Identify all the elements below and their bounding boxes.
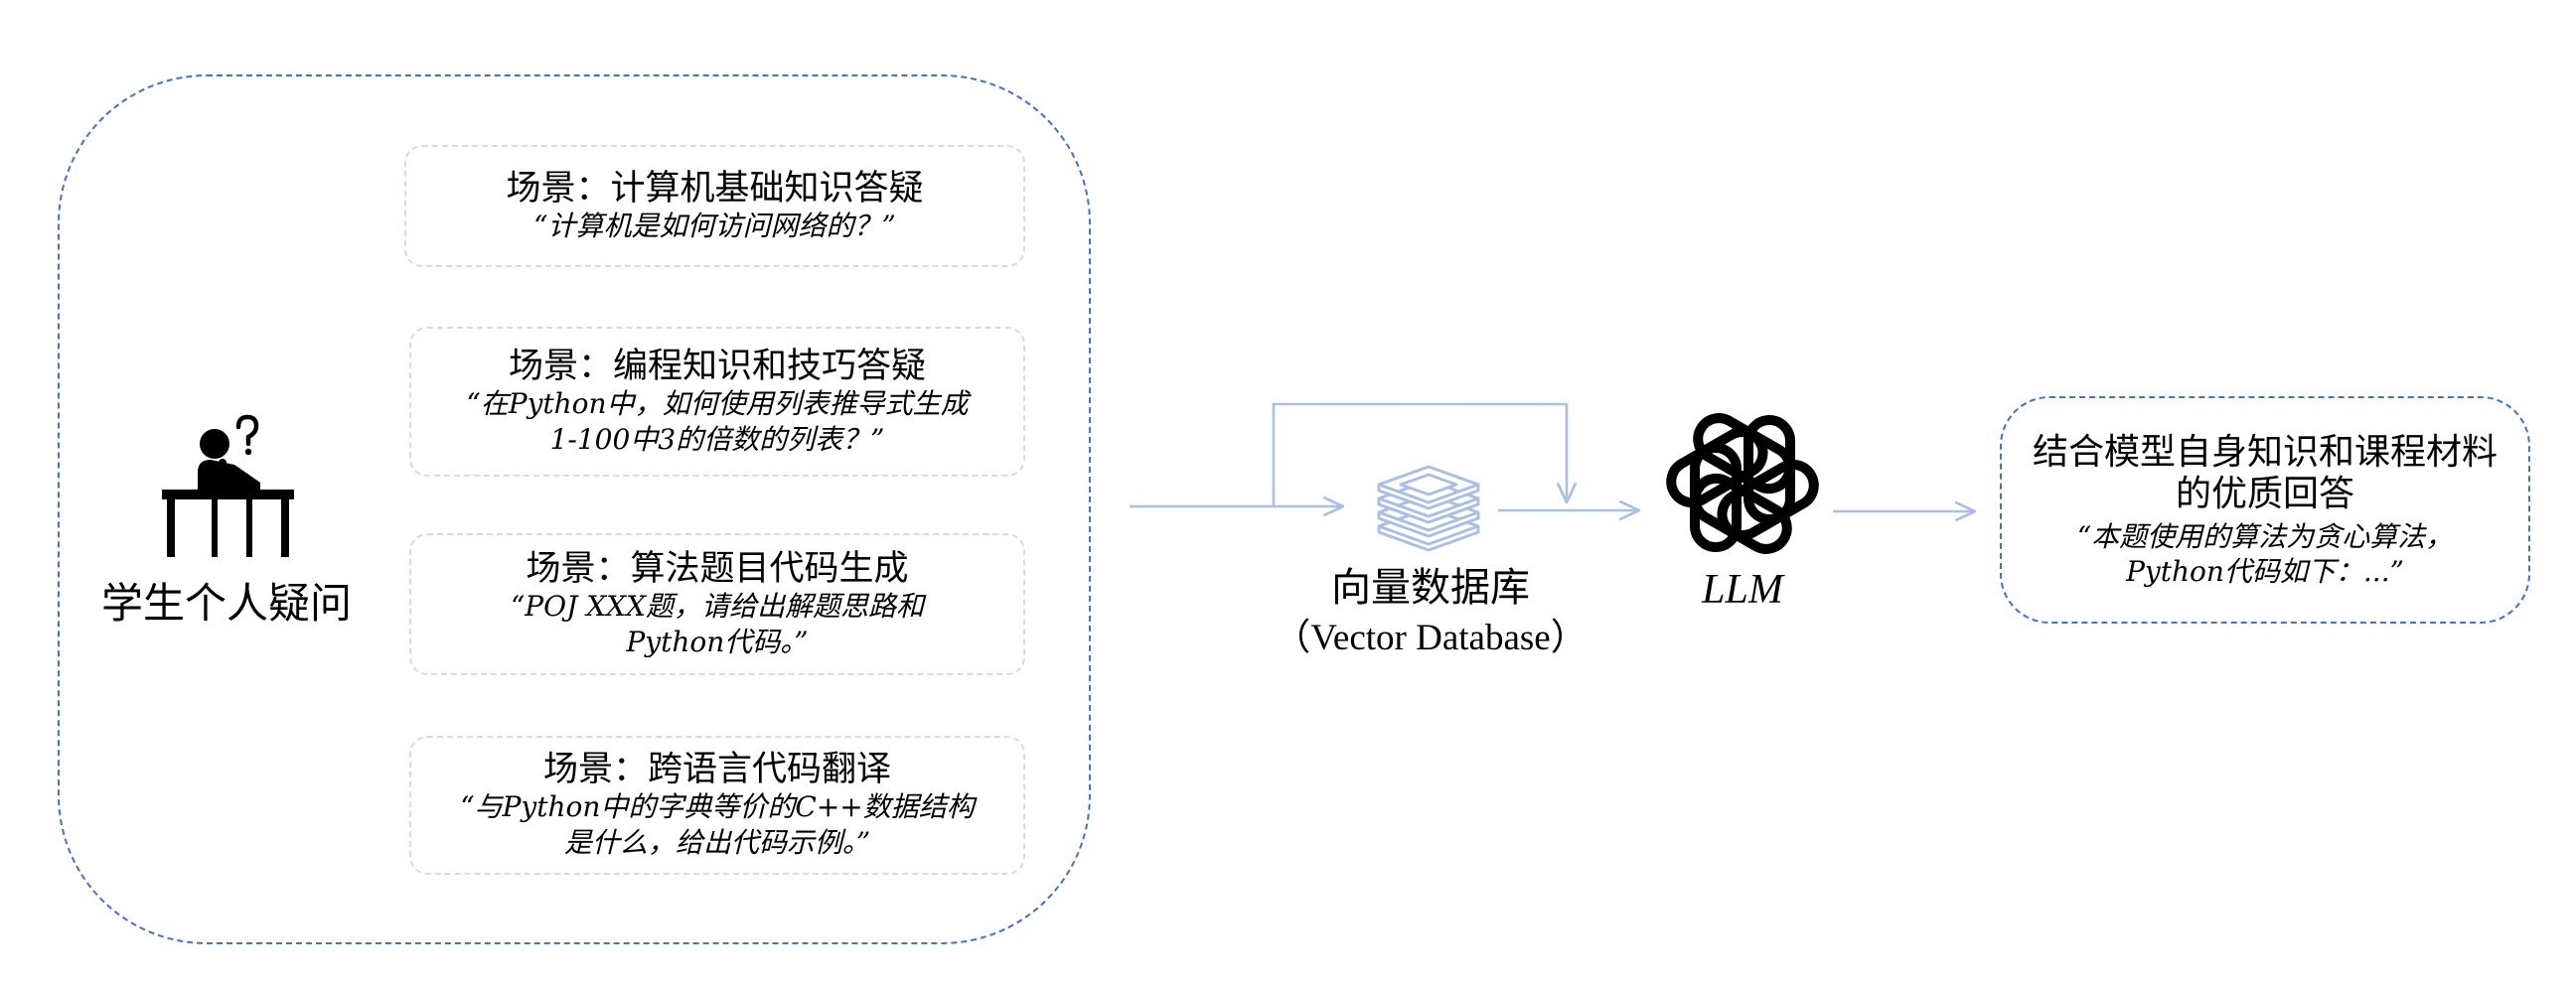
scenario-box-cs-basics: 场景：计算机基础知识答疑 “计算机是如何访问网络的？” [404, 145, 1025, 267]
scenario-quote-line: “POJ XXX题，请给出解题思路和 [510, 589, 925, 623]
scenario-title: 场景：算法题目代码生成 [526, 548, 909, 589]
scenario-quote-line: Python代码。” [626, 625, 809, 658]
answer-title-line: 结合模型自身知识和课程材料 [2032, 431, 2498, 473]
scenario-title: 场景：计算机基础知识答疑 [506, 168, 924, 209]
vector-db-label: 向量数据库 [1331, 565, 1530, 611]
openai-logo-icon [1666, 413, 1819, 554]
scenario-title: 场景：跨语言代码翻译 [542, 750, 891, 789]
database-layers-icon [1377, 465, 1480, 552]
answer-quote-line: Python代码如下：...” [2126, 554, 2404, 588]
llm-label: LLM [1702, 567, 1783, 613]
arrow-loop-bypass [1272, 402, 1567, 506]
scenario-quote-line: “计算机是如何访问网络的？” [533, 209, 896, 242]
scenario-quote-line: 1-100中3的倍数的列表？” [549, 422, 885, 456]
answer-box: 结合模型自身知识和课程材料 的优质回答 “本题使用的算法为贪心算法， Pytho… [2000, 396, 2530, 624]
scenario-title: 场景：编程知识和技巧答疑 [508, 346, 926, 386]
student-questions-group [58, 74, 1091, 944]
scenario-box-translation: 场景：跨语言代码翻译 “与Python中的字典等价的C++数据结构 是什么，给出… [409, 736, 1025, 875]
scenario-quote-line: “与Python中的字典等价的C++数据结构 [460, 790, 975, 823]
student-label: 学生个人疑问 [100, 579, 352, 628]
scenario-quote-line: 是什么，给出代码示例。” [563, 826, 871, 859]
scenario-quote-line: “在Python中，如何使用列表推导式生成 [466, 386, 969, 420]
student-at-desk-icon [162, 414, 294, 557]
scenario-box-programming: 场景：编程知识和技巧答疑 “在Python中，如何使用列表推导式生成 1-100… [409, 327, 1025, 477]
scenario-box-algorithm: 场景：算法题目代码生成 “POJ XXX题，请给出解题思路和 Python代码。… [409, 533, 1025, 675]
answer-quote-line: “本题使用的算法为贪心算法， [2076, 519, 2454, 553]
answer-title-line: 的优质回答 [2175, 473, 2354, 514]
vector-db-sublabel: （Vector Database） [1274, 618, 1588, 658]
